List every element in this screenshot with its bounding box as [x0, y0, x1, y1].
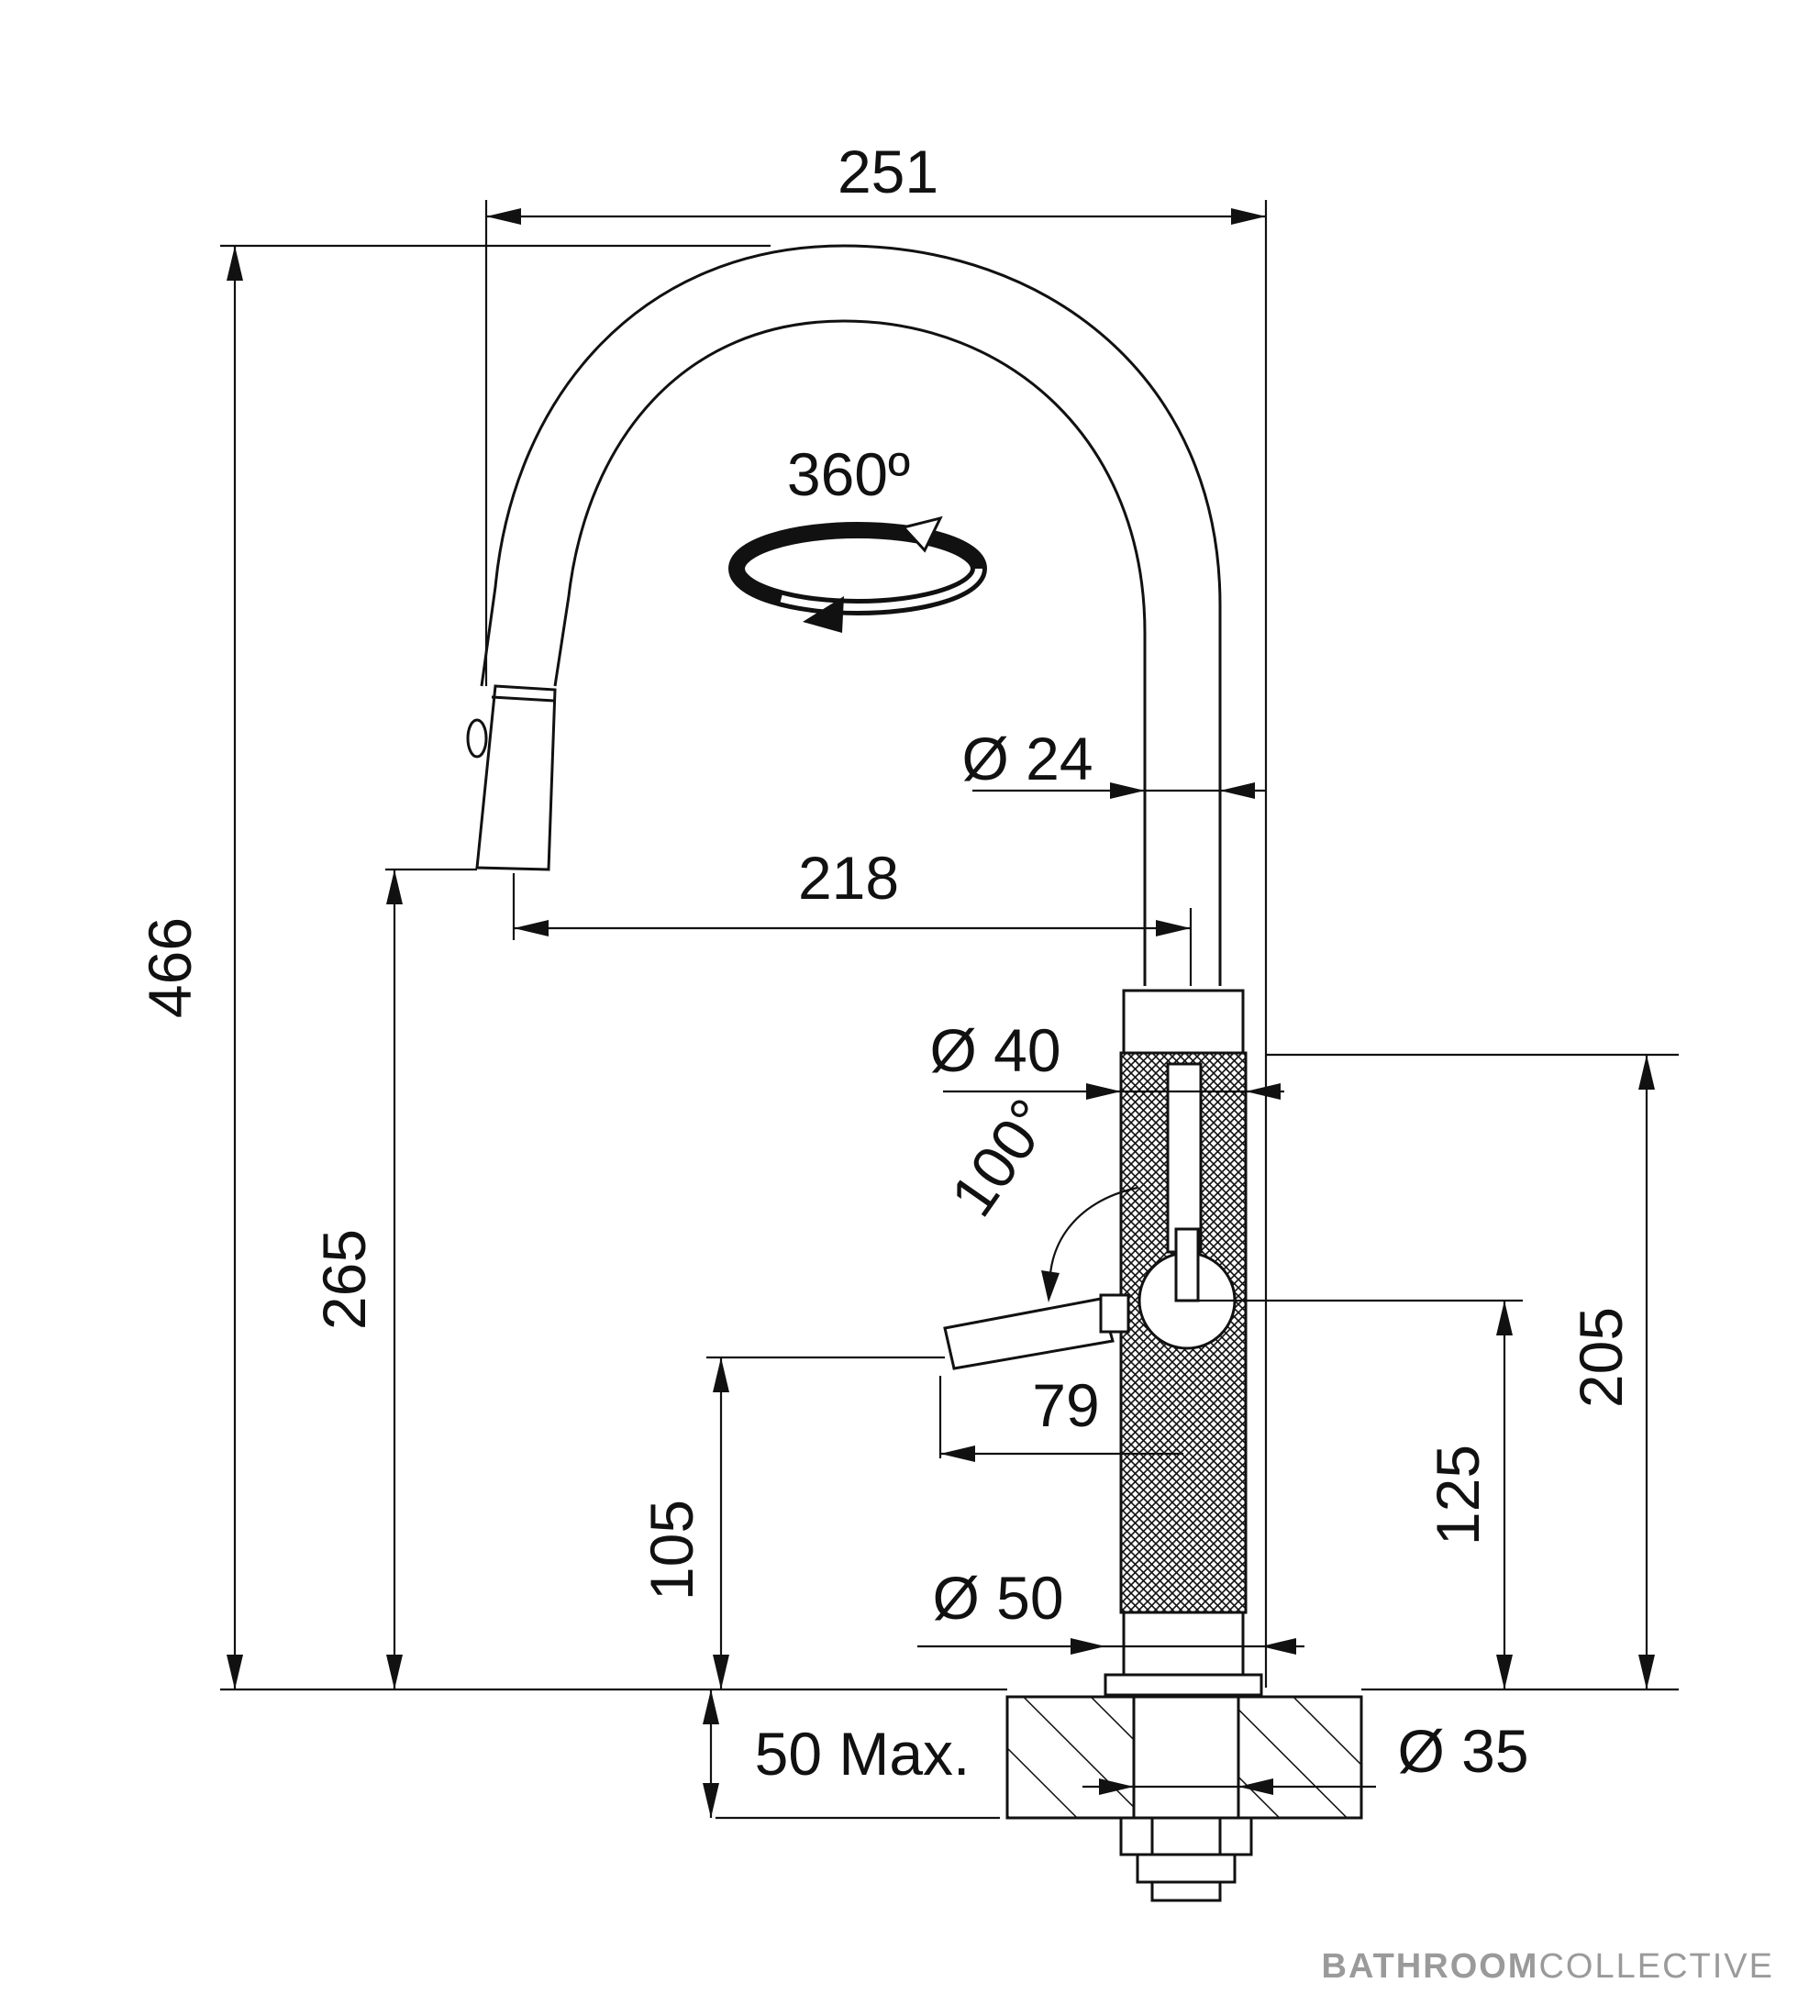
dimension-labels: 251 360º Ø 24 218 Ø 40 100° 79 Ø 50 50 M… — [136, 138, 1635, 1788]
spout-outer-curve — [480, 244, 1222, 986]
base-flange — [1104, 1673, 1263, 1697]
dim-base-diameter: Ø 50 — [932, 1564, 1063, 1632]
shank — [1132, 1695, 1240, 1820]
rotation-symbol — [728, 515, 987, 633]
dim-lever-height: 105 — [638, 1500, 705, 1601]
dim-max-deck-thickness: 50 Max. — [755, 1720, 971, 1788]
lower-collar — [1122, 1611, 1245, 1678]
dim-lever-angle: 100° — [938, 1087, 1065, 1228]
brand-watermark: BATHROOMCOLLECTIVE — [1322, 1947, 1774, 1987]
faucet-body — [466, 244, 1363, 1902]
dim-spout-reach: 218 — [798, 844, 899, 912]
deck-section-left — [1005, 1695, 1136, 1820]
dim-body-diameter: Ø 40 — [929, 1016, 1060, 1084]
dim-lever-length: 79 — [1032, 1371, 1099, 1439]
watermark-light-text: COLLECTIVE — [1538, 1947, 1774, 1986]
mounting-nut — [1119, 1816, 1253, 1856]
dim-hole-diameter: Ø 35 — [1397, 1717, 1528, 1785]
lever-slot — [1166, 1062, 1203, 1254]
dim-overall-width: 251 — [838, 138, 938, 205]
dim-lever-pivot-height: 125 — [1424, 1445, 1492, 1545]
lever-handle — [943, 1297, 1115, 1370]
dim-overall-height: 466 — [136, 917, 204, 1018]
spray-button — [466, 718, 488, 759]
dim-rotation: 360º — [787, 440, 910, 508]
dim-body-height: 205 — [1567, 1307, 1635, 1408]
spray-head — [475, 684, 557, 871]
watermark-bold-text: BATHROOM — [1321, 1947, 1539, 1986]
dim-spout-clearance: 265 — [310, 1229, 378, 1330]
deck-section-right — [1237, 1695, 1363, 1820]
dim-spout-diameter: Ø 24 — [961, 725, 1093, 792]
spout-inner-curve — [553, 319, 1147, 986]
upper-collar — [1122, 989, 1245, 1057]
dimension-lines — [220, 200, 1679, 1820]
